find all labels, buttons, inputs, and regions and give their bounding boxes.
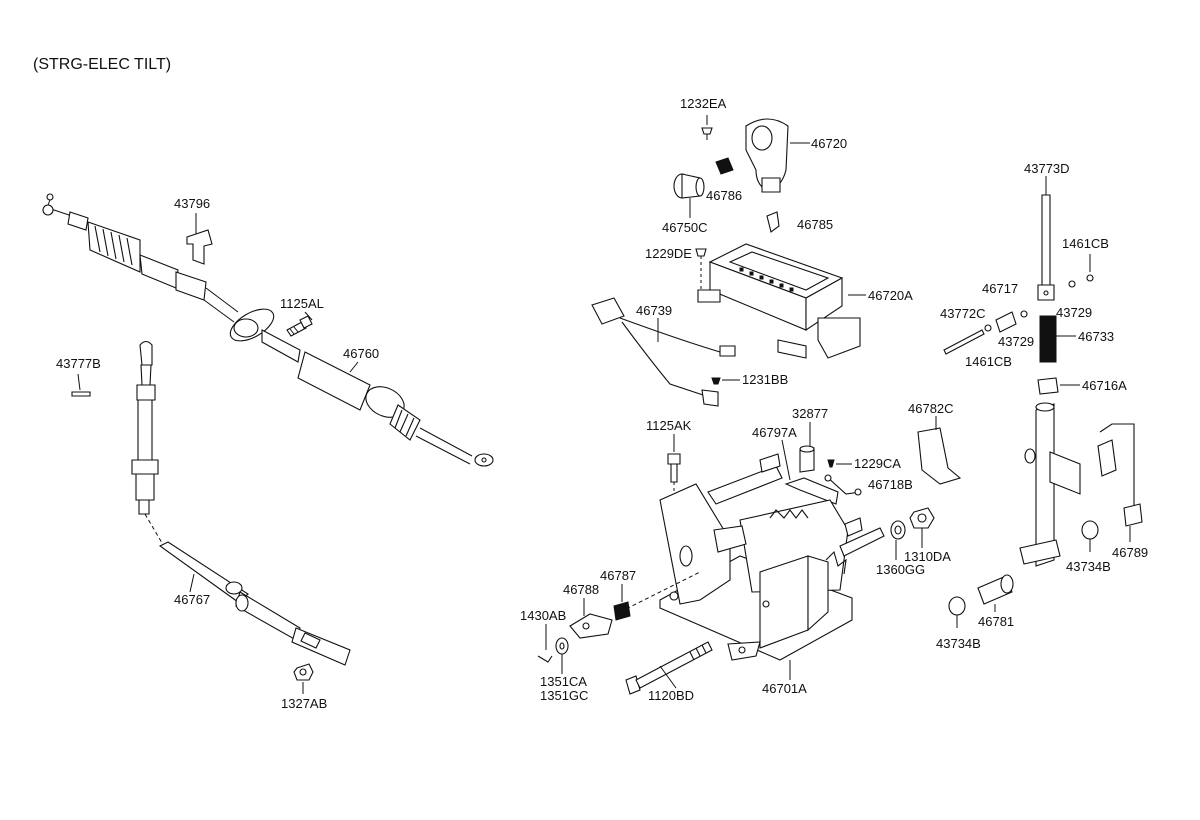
stopper-32877 [799, 445, 815, 473]
block-46716A [1037, 377, 1059, 395]
label-46781: 46781 [978, 614, 1014, 629]
screw-1231BB [711, 377, 721, 385]
bracket-46782C [917, 427, 962, 485]
label-46789: 46789 [1112, 545, 1148, 560]
label-46787: 46787 [600, 568, 636, 583]
lever-46788 [569, 613, 613, 639]
label-1125AK: 1125AK [646, 418, 692, 433]
label-1120BD: 1120BD [648, 688, 694, 703]
label-1125AL: 1125AL [280, 296, 324, 311]
label-1232EA: 1232EA [680, 96, 727, 111]
label-43777B: 43777B [56, 356, 101, 371]
label-43729-b: 43729 [998, 334, 1034, 349]
label-1461CB-b: 1461CB [965, 354, 1012, 369]
wire-harness-46739 [591, 297, 736, 407]
spring-46787 [613, 601, 631, 621]
nut-1310DA [909, 507, 935, 529]
label-1351GC: 1351GC [540, 688, 588, 703]
label-46767: 46767 [174, 592, 210, 607]
washer-1351CA [555, 637, 569, 655]
ring-1461CB-a [1086, 274, 1094, 282]
clip-43796 [186, 229, 213, 265]
diagram-title: (STRG-ELEC TILT) [33, 56, 171, 73]
rod-43773D [1037, 194, 1055, 301]
spring-46733 [1039, 315, 1057, 363]
pin-1430AB [537, 655, 553, 663]
label-1229DE: 1229DE [645, 246, 692, 261]
label-1229CA: 1229CA [854, 456, 901, 471]
screw-1229CA [827, 459, 835, 468]
spring-46786 [715, 157, 734, 175]
bracket-46701A [659, 453, 885, 661]
label-1310DA: 1310DA [904, 549, 951, 564]
cap-43734B-b [948, 596, 966, 616]
label-46797A: 46797A [752, 425, 797, 440]
label-46785: 46785 [797, 217, 833, 232]
label-46701A: 46701A [762, 681, 807, 696]
label-43734B-b: 43734B [936, 636, 981, 651]
label-46788: 46788 [563, 582, 599, 597]
label-46718B: 46718B [868, 477, 913, 492]
button-46750C [673, 173, 705, 199]
screw-1232EA [701, 115, 713, 140]
pin-43777B [71, 391, 91, 397]
knob-46720 [745, 118, 789, 193]
bolt-1120BD [625, 641, 713, 695]
nut-1327AB [293, 663, 314, 681]
label-46760: 46760 [343, 346, 379, 361]
bolt-1125AK [667, 453, 681, 483]
label-1327AB: 1327AB [281, 696, 327, 711]
plate-46797A [784, 477, 839, 505]
washer-43729-a [1020, 310, 1028, 318]
shift-cable-46760 [42, 193, 494, 467]
bushing-46781 [977, 574, 1014, 605]
cap-43734B-a [1081, 520, 1099, 540]
part-46785 [766, 211, 780, 233]
label-43796: 43796 [174, 196, 210, 211]
washer-1360GG [890, 520, 906, 540]
label-46720A: 46720A [868, 288, 913, 303]
label-1360GG: 1360GG [876, 562, 925, 577]
label-1461CB-a: 1461CB [1062, 236, 1109, 251]
label-43773D: 43773D [1024, 161, 1070, 176]
ring-1461CB-b [984, 324, 992, 332]
screw-1229DE [695, 248, 707, 295]
label-1430AB: 1430AB [520, 608, 566, 623]
shift-rod-46767 [131, 340, 351, 666]
shift-lever [1019, 402, 1143, 567]
indicator-housing-46720A [697, 243, 861, 359]
label-46720: 46720 [811, 136, 847, 151]
label-32877: 32877 [792, 406, 828, 421]
label-43772C: 43772C [940, 306, 986, 321]
label-46782C: 46782C [908, 401, 954, 416]
label-46786: 46786 [706, 188, 742, 203]
label-46716A: 46716A [1082, 378, 1127, 393]
pin-43772C [943, 329, 985, 355]
label-1351CA: 1351CA [540, 674, 587, 689]
label-46733: 46733 [1078, 329, 1114, 344]
label-43729-a: 43729 [1056, 305, 1092, 320]
label-46717: 46717 [982, 281, 1018, 296]
bolt-1125AL [286, 315, 313, 337]
bushing-46717 [995, 311, 1017, 333]
label-46739: 46739 [636, 303, 672, 318]
link-46718B [824, 474, 862, 496]
label-46750C: 46750C [662, 220, 708, 235]
label-43734B-a: 43734B [1066, 559, 1111, 574]
part-labels: 1232EA 46720 46786 46750C 46785 1229DE 4… [56, 96, 1148, 711]
washer-43729-b [1068, 280, 1076, 288]
label-1231BB: 1231BB [742, 372, 788, 387]
